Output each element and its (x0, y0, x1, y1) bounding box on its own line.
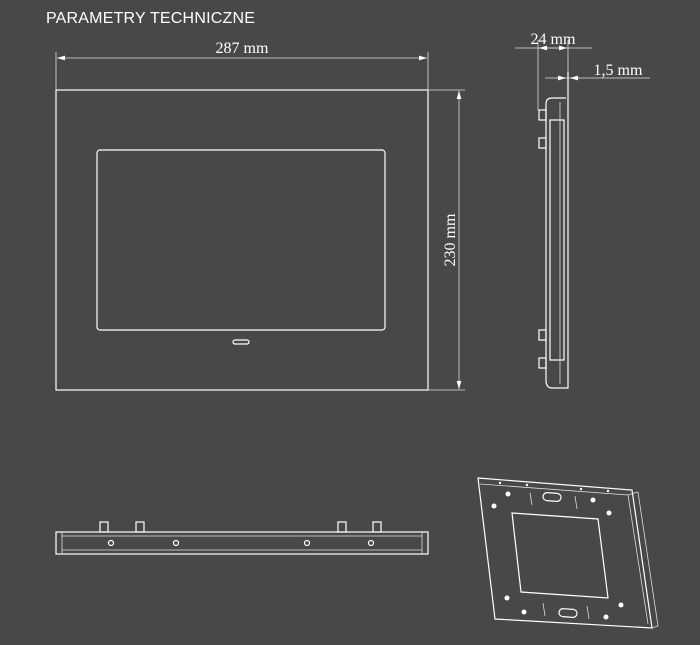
height-label: 230 mm (442, 213, 459, 266)
height-dimension: 230 mm (428, 89, 465, 391)
rear-perspective-view (477, 477, 659, 629)
depth-label: 24 mm (531, 31, 576, 48)
width-label: 287 mm (216, 40, 269, 57)
width-dimension: 287 mm (55, 40, 429, 90)
front-view (55, 89, 429, 391)
page-title: PARAMETRY TECHNICZNE (46, 10, 256, 27)
side-view: 24 mm 1,5 mm (515, 31, 650, 389)
bottom-view (55, 521, 429, 555)
frame-label: 1,5 mm (594, 62, 643, 79)
